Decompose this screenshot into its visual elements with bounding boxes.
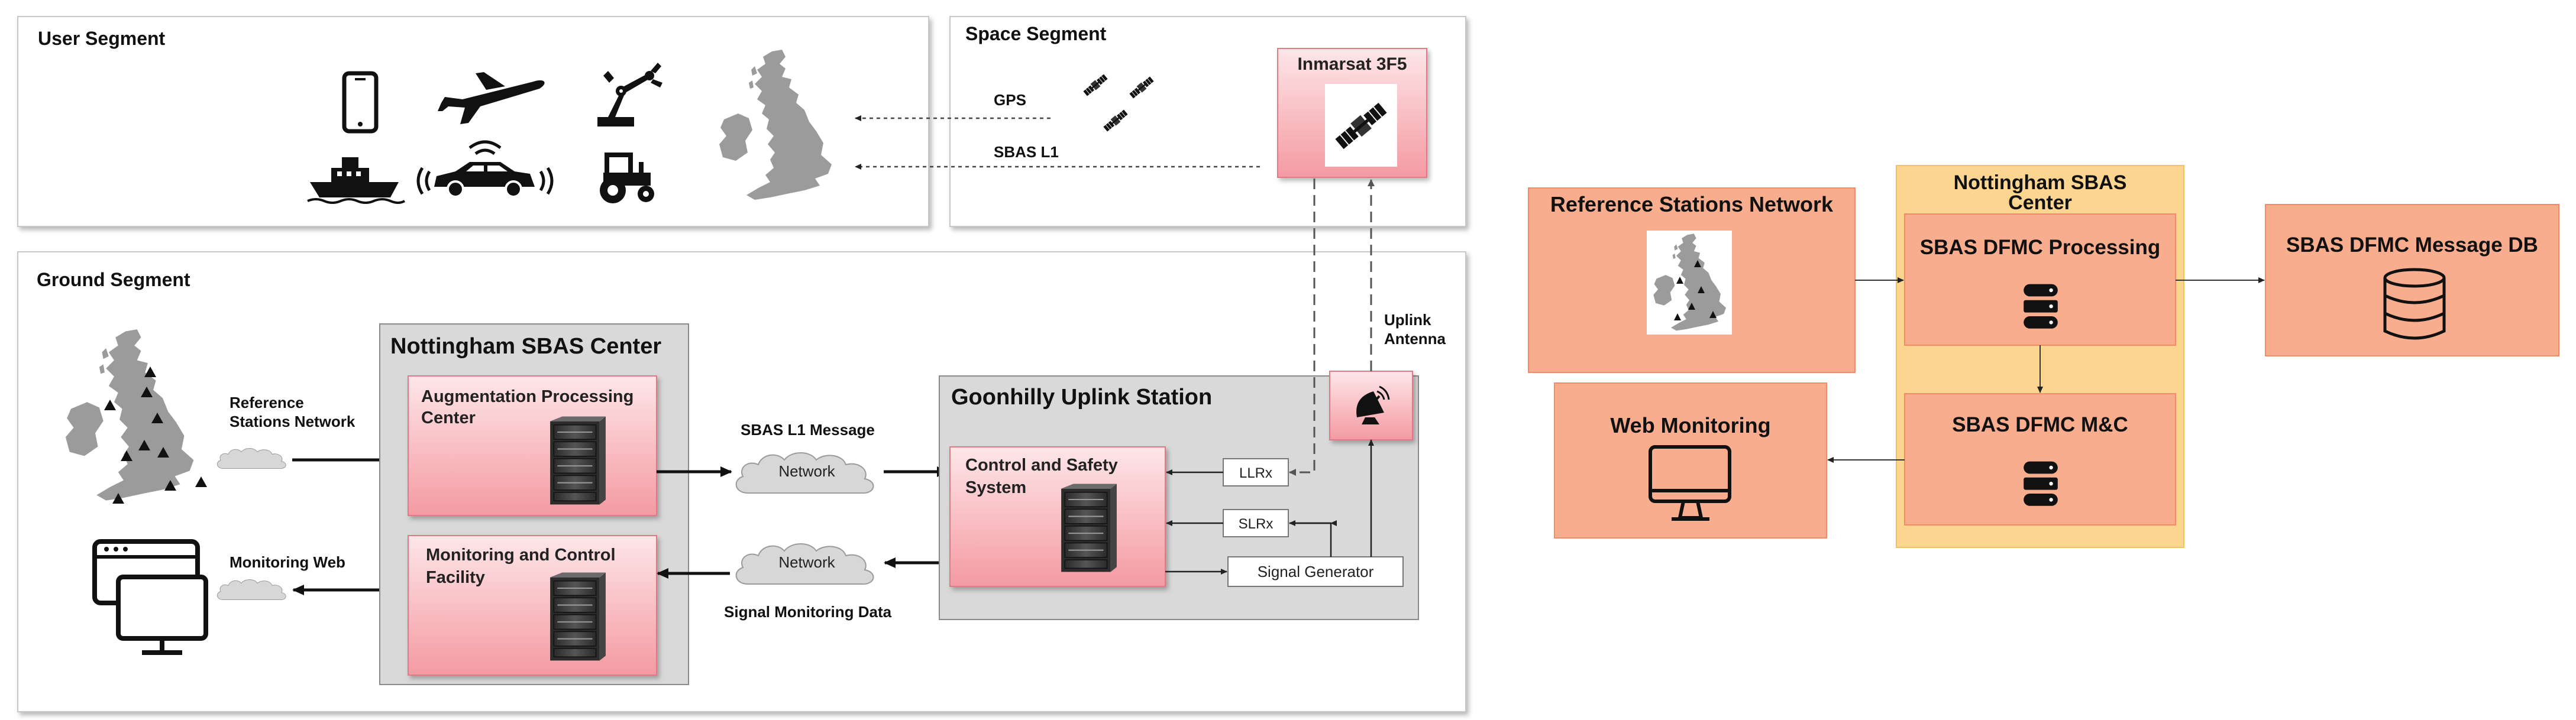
monitoring-label-line1: Monitoring and Control bbox=[426, 546, 616, 565]
satellite-dish-icon bbox=[1356, 385, 1390, 424]
network-cloud-top: Network bbox=[735, 452, 874, 494]
llrx-label: LLRx bbox=[1239, 465, 1272, 481]
gps-label: GPS bbox=[994, 91, 1026, 109]
uplink-antenna-line2: Antenna bbox=[1384, 330, 1446, 348]
nottingham-center-panel: Nottingham SBAS Center Augmentation Proc… bbox=[379, 323, 689, 685]
rhs-nottingham-line2: Center bbox=[2008, 192, 2072, 214]
signal-monitoring-data-label: Signal Monitoring Data bbox=[724, 603, 892, 621]
slrx-box bbox=[1223, 509, 1289, 537]
monitoring-control-box bbox=[408, 535, 657, 676]
network-top-label: Network bbox=[778, 462, 835, 480]
rhs-message-db-label: SBAS DFMC Message DB bbox=[2286, 233, 2538, 257]
control-label-line2: System bbox=[965, 478, 1026, 497]
sbas-l1-message-label: SBAS L1 Message bbox=[741, 421, 875, 439]
nottingham-title: Nottingham SBAS Center bbox=[390, 334, 661, 359]
augmentation-label-line1: Augmentation Processing bbox=[421, 387, 634, 406]
ground-segment-title: Ground Segment bbox=[37, 269, 190, 290]
rhs-reference-title: Reference Stations Network bbox=[1550, 192, 1834, 216]
uplink-antenna-line1: Uplink bbox=[1384, 311, 1431, 329]
reference-stations-map bbox=[65, 329, 207, 504]
server-icon bbox=[2024, 284, 2058, 329]
server-rack-icon bbox=[550, 416, 606, 505]
network-bottom-label: Network bbox=[778, 553, 835, 571]
monitoring-web-label: Monitoring Web bbox=[230, 553, 345, 571]
connected-car-icon bbox=[416, 140, 554, 198]
control-label-line1: Control and Safety bbox=[965, 456, 1118, 475]
control-safety-box bbox=[949, 446, 1166, 587]
rhs-nottingham-line1: Nottingham SBAS bbox=[1954, 171, 2127, 194]
user-segment-title: User Segment bbox=[38, 28, 166, 49]
reference-label-line1: Reference bbox=[230, 394, 304, 411]
space-segment-panel: Space Segment GPS SBAS L1 Inmarsat 3F5 bbox=[949, 16, 1466, 227]
database-icon bbox=[2383, 268, 2446, 340]
augmentation-processing-box bbox=[408, 375, 657, 516]
server-icon bbox=[2024, 461, 2058, 506]
signal-generator-box bbox=[1227, 556, 1404, 587]
goonhilly-title: Goonhilly Uplink Station bbox=[951, 385, 1212, 410]
rhs-web-monitoring-box: Web Monitoring bbox=[1554, 382, 1827, 539]
tractor-icon bbox=[600, 153, 654, 203]
sbas-l1-label: SBAS L1 bbox=[994, 143, 1059, 161]
airplane-icon bbox=[438, 72, 545, 124]
space-segment-title: Space Segment bbox=[965, 23, 1107, 44]
slrx-label: SLRx bbox=[1239, 516, 1274, 532]
server-rack-icon bbox=[550, 572, 606, 661]
rhs-dfmc-mc-label: SBAS DFMC M&C bbox=[1952, 413, 2128, 436]
augmentation-label-line2: Center bbox=[421, 408, 476, 427]
rhs-nottingham-panel: Nottingham SBAS Center SBAS DFMC Process… bbox=[1896, 165, 2184, 548]
network-cloud-bottom: Network bbox=[735, 543, 874, 585]
reference-label-line2: Stations Network bbox=[230, 413, 355, 430]
rhs-reference-stations-box: Reference Stations Network bbox=[1528, 187, 1856, 373]
rhs-dfmc-processing-label: SBAS DFMC Processing bbox=[1920, 236, 2160, 259]
ship-icon bbox=[307, 157, 406, 204]
user-segment-panel: User Segment bbox=[17, 16, 929, 227]
server-rack-icon bbox=[1061, 484, 1117, 573]
robot-arm-icon bbox=[597, 63, 662, 127]
monitor-icon bbox=[1649, 445, 1731, 521]
rhs-web-monitoring-label: Web Monitoring bbox=[1610, 413, 1770, 437]
monitoring-label-line2: Facility bbox=[426, 568, 485, 587]
rhs-message-db-box: SBAS DFMC Message DB bbox=[2265, 204, 2559, 356]
smartphone-icon bbox=[342, 71, 379, 134]
goonhilly-station-panel: Goonhilly Uplink Station Control and Saf… bbox=[939, 371, 1419, 620]
inmarsat-title: Inmarsat 3F5 bbox=[1297, 54, 1407, 74]
signal-generator-label: Signal Generator bbox=[1258, 563, 1374, 580]
monitoring-web-icon bbox=[92, 539, 208, 655]
